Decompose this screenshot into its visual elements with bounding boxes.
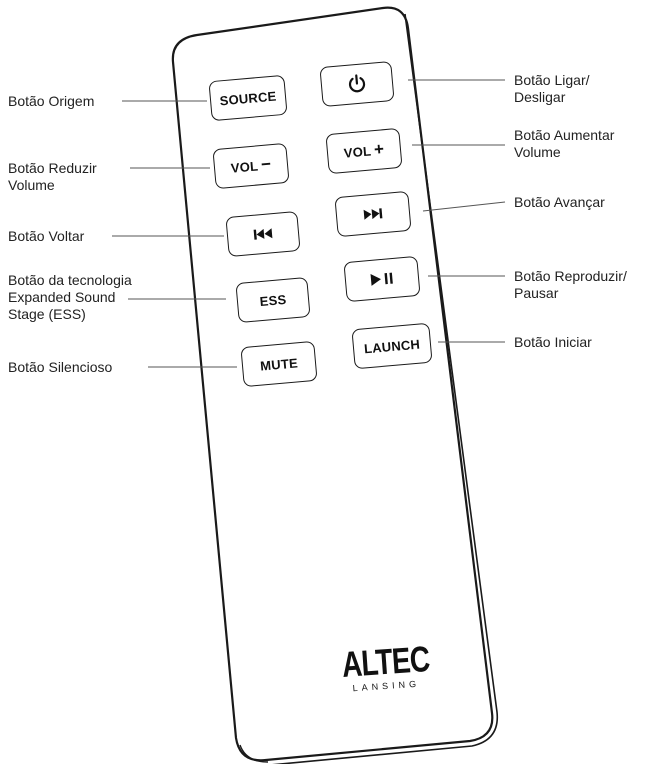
- label-mute-line-1: Botão Silencioso: [8, 359, 113, 375]
- label-next-line-1: Botão Avançar: [514, 194, 605, 210]
- plus-icon: +: [373, 139, 385, 160]
- ess-button-label: ESS: [259, 291, 287, 309]
- label-vol-minus: Botão Reduzir Volume: [8, 160, 97, 194]
- label-power-line-1: Botão Ligar/: [514, 72, 590, 88]
- play-pause-icon: [367, 271, 396, 287]
- leader-line-next: [422, 201, 506, 212]
- source-button[interactable]: SOURCE: [208, 74, 288, 122]
- label-vol-plus: Botão Aumentar Volume: [514, 127, 614, 161]
- label-launch: Botão Iniciar: [514, 334, 592, 351]
- skip-back-icon: [252, 227, 275, 241]
- vol-minus-button[interactable]: VOL −: [212, 142, 290, 190]
- launch-button-label: LAUNCH: [363, 336, 421, 356]
- vol-plus-label: VOL: [343, 142, 372, 161]
- label-power: Botão Ligar/ Desligar: [514, 72, 590, 106]
- play-pause-button[interactable]: [343, 255, 421, 303]
- label-prev-line-1: Botão Voltar: [8, 228, 85, 244]
- label-vol-plus-line-2: Volume: [514, 144, 561, 160]
- source-button-label: SOURCE: [219, 88, 277, 108]
- label-vol-plus-line-1: Botão Aumentar: [514, 127, 615, 143]
- label-mute: Botão Silencioso: [8, 359, 112, 376]
- remote-body: [171, 6, 494, 762]
- mute-button-label: MUTE: [259, 354, 299, 374]
- ess-button[interactable]: ESS: [235, 276, 311, 324]
- vol-plus-button[interactable]: VOL +: [325, 127, 403, 175]
- next-track-button[interactable]: [334, 190, 412, 238]
- label-ess-line-2: Expanded Sound: [8, 289, 116, 305]
- skip-forward-icon: [362, 207, 385, 221]
- altec-lansing-logo: ALTEC LANSING: [328, 637, 441, 695]
- label-next: Botão Avançar: [514, 194, 605, 211]
- vol-minus-label: VOL: [230, 157, 259, 176]
- mute-button[interactable]: MUTE: [240, 340, 318, 388]
- label-play-pause: Botão Reproduzir/ Pausar: [514, 268, 627, 302]
- label-power-line-2: Desligar: [514, 89, 566, 105]
- label-ess-line-3: Stage (ESS): [8, 306, 86, 322]
- label-play-pause-line-2: Pausar: [514, 285, 559, 301]
- power-icon: [345, 72, 369, 96]
- label-source: Botão Origem: [8, 93, 94, 110]
- launch-button[interactable]: LAUNCH: [351, 322, 433, 370]
- label-prev: Botão Voltar: [8, 228, 84, 245]
- minus-icon: −: [260, 154, 272, 175]
- prev-track-button[interactable]: [225, 210, 301, 258]
- logo-word: ALTEC: [340, 637, 431, 685]
- label-ess: Botão da tecnologia Expanded Sound Stage…: [8, 272, 132, 323]
- label-play-pause-line-1: Botão Reproduzir/: [514, 268, 627, 284]
- label-source-line-1: Botão Origem: [8, 93, 95, 109]
- remote-bottom-edge: [239, 744, 269, 763]
- label-vol-minus-line-2: Volume: [8, 177, 55, 193]
- label-ess-line-1: Botão da tecnologia: [8, 272, 132, 288]
- label-launch-line-1: Botão Iniciar: [514, 334, 592, 350]
- remote-body-edge: [272, 13, 499, 764]
- power-button[interactable]: [319, 60, 395, 108]
- label-vol-minus-line-1: Botão Reduzir: [8, 160, 97, 176]
